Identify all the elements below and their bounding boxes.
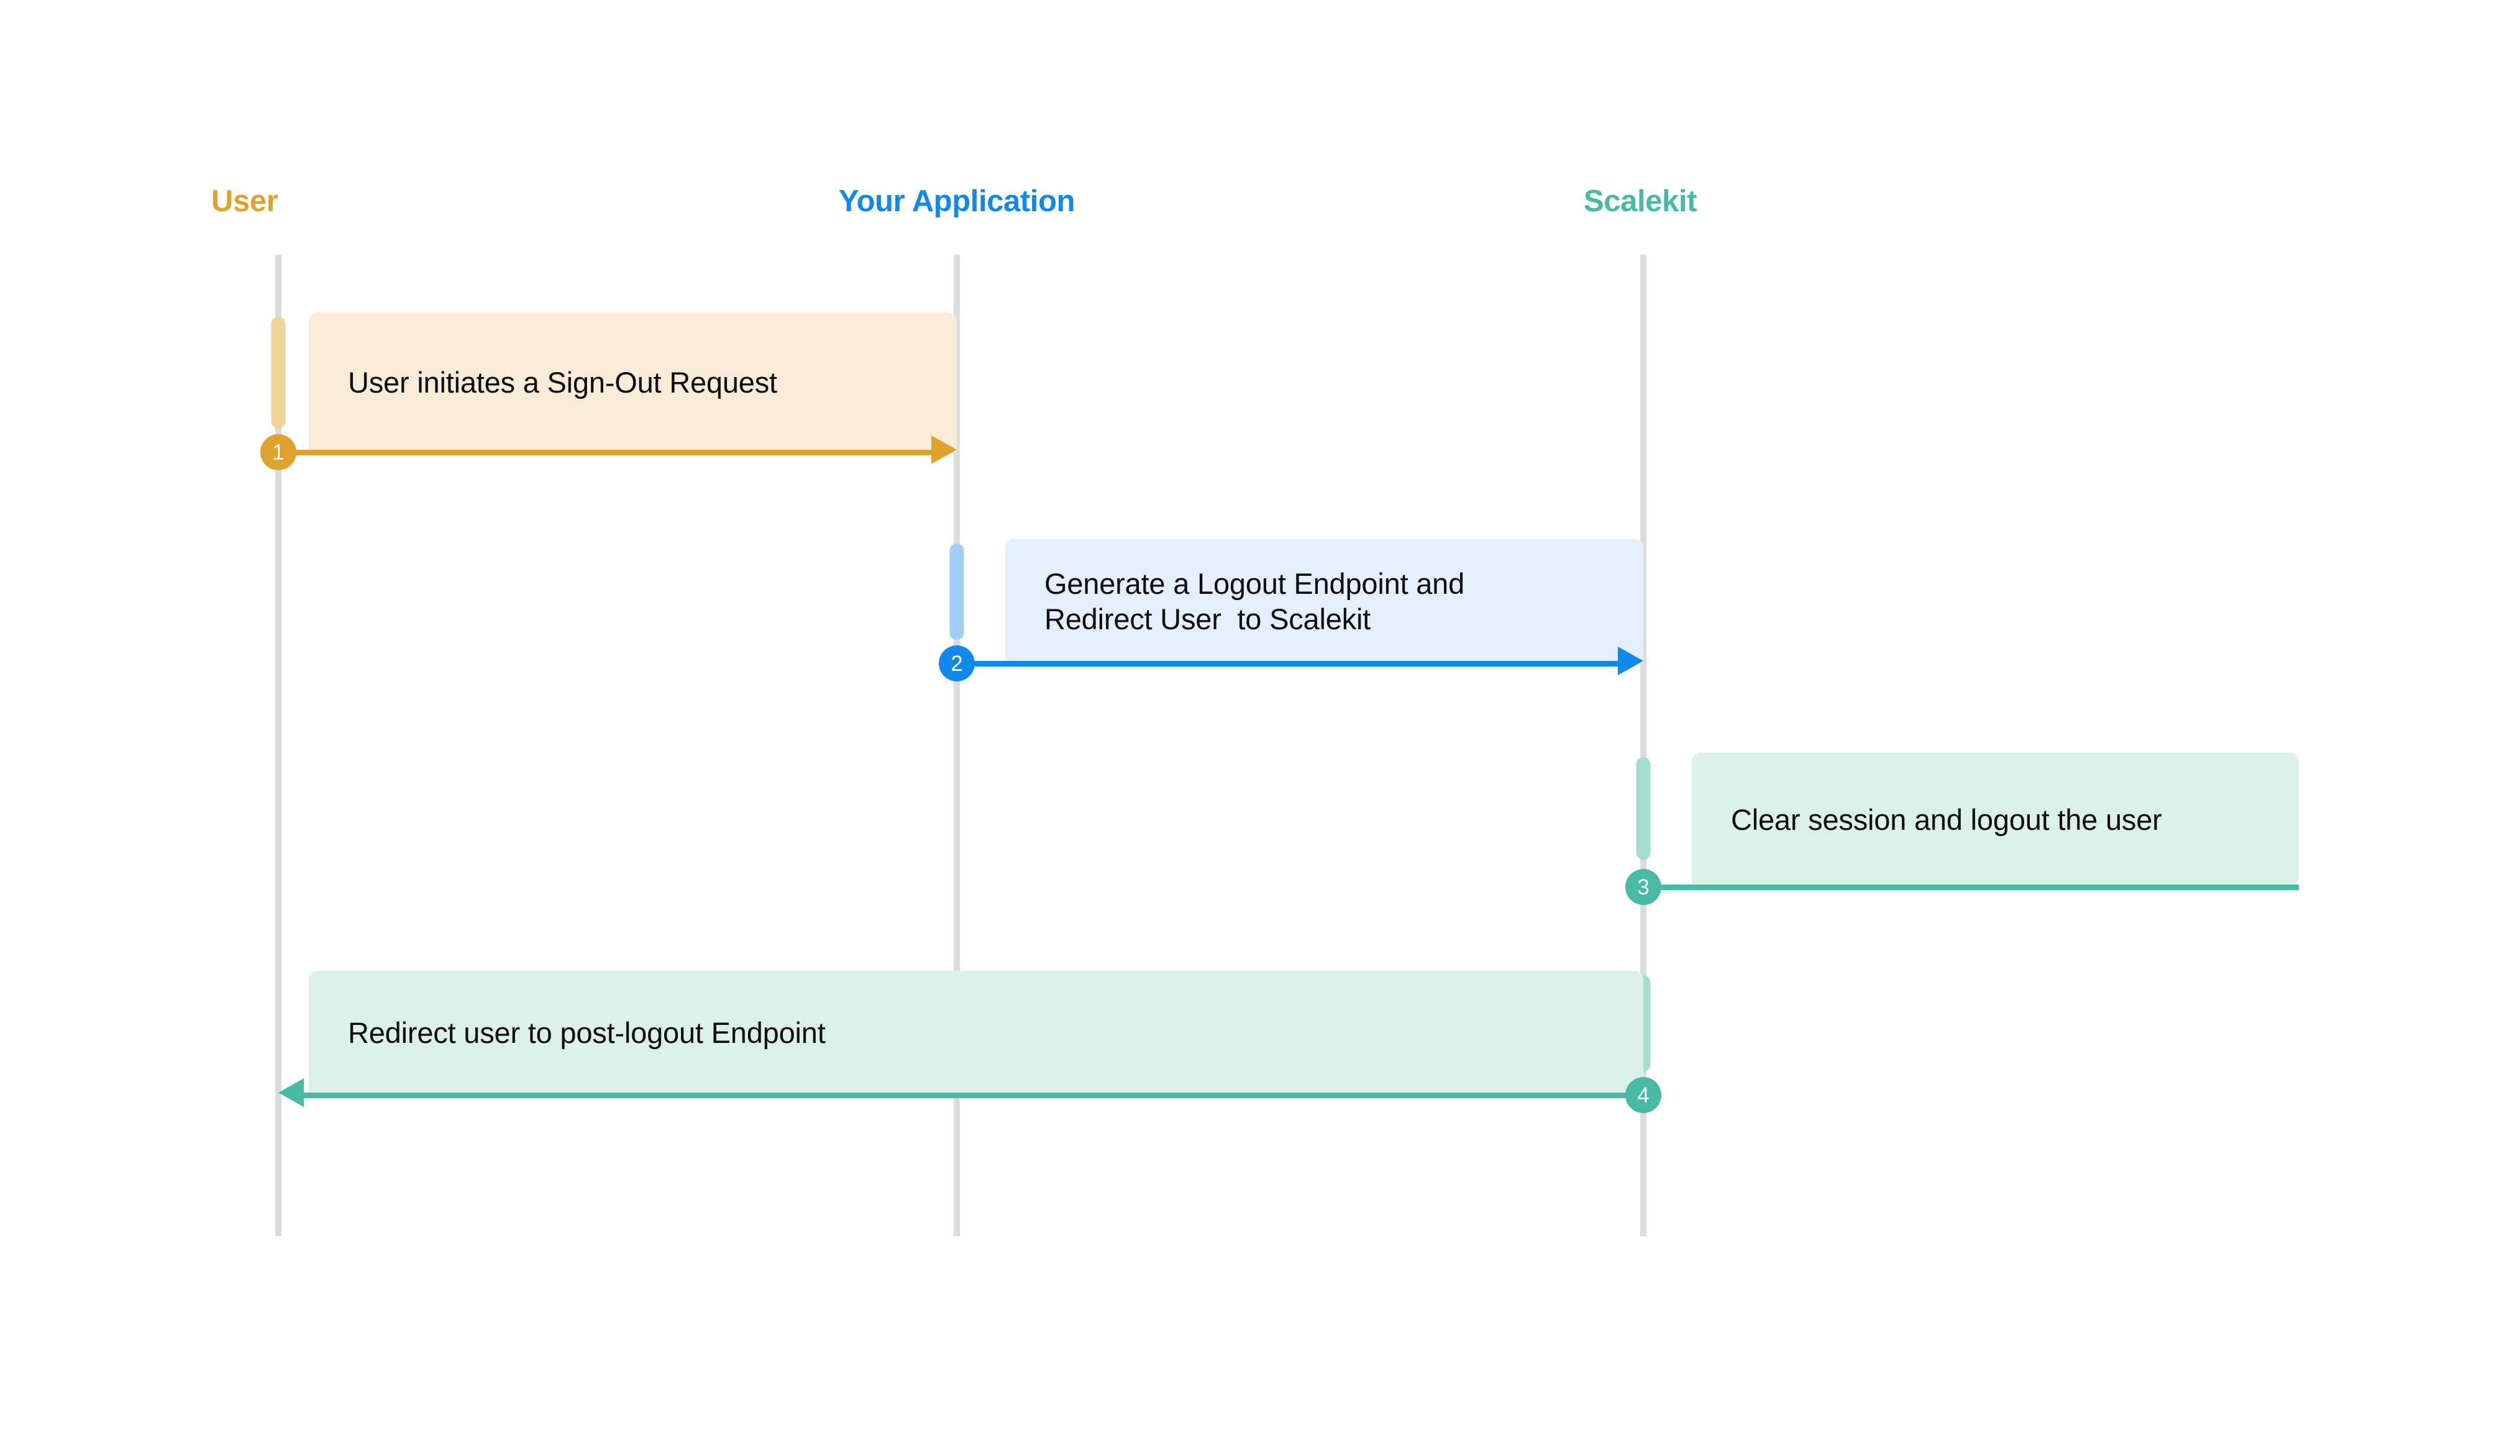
message-line-step-3 <box>1643 885 2299 890</box>
message-text-step-3: Clear session and logout the user <box>1731 803 2162 837</box>
message-line-step-4 <box>304 1093 1643 1098</box>
activation-bar-step-2 <box>949 544 964 640</box>
lifeline-application <box>954 255 960 1236</box>
message-text-step-2: Generate a Logout Endpoint and Redirect … <box>1044 566 1465 635</box>
message-box-step-1: User initiates a Sign-Out Request <box>309 312 957 452</box>
message-line-step-2 <box>957 661 1618 667</box>
step-badge-3[interactable]: 3 <box>1625 869 1661 905</box>
participant-header-application: Your Application <box>838 184 1075 218</box>
participant-header-user: User <box>211 184 278 218</box>
activation-bar-step-3 <box>1636 757 1651 860</box>
message-box-step-2: Generate a Logout Endpoint and Redirect … <box>1005 539 1643 663</box>
step-badge-4[interactable]: 4 <box>1625 1077 1661 1113</box>
message-arrowhead-step-4 <box>278 1078 304 1107</box>
participant-header-scalekit: Scalekit <box>1583 184 1697 218</box>
message-arrowhead-step-1 <box>931 435 957 464</box>
activation-bar-step-1 <box>271 317 286 429</box>
message-text-step-4: Redirect user to post-logout Endpoint <box>348 1016 826 1050</box>
step-badge-2[interactable]: 2 <box>939 645 975 681</box>
lifeline-user <box>275 255 281 1236</box>
message-text-step-1: User initiates a Sign-Out Request <box>348 365 777 399</box>
lifeline-scalekit <box>1640 255 1646 1236</box>
message-line-step-1 <box>278 450 931 455</box>
step-badge-1[interactable]: 1 <box>260 434 296 470</box>
message-box-step-4: Redirect user to post-logout Endpoint <box>309 971 1643 1095</box>
message-box-step-3: Clear session and logout the user <box>1692 753 2299 887</box>
message-arrowhead-step-2 <box>1618 647 1643 675</box>
